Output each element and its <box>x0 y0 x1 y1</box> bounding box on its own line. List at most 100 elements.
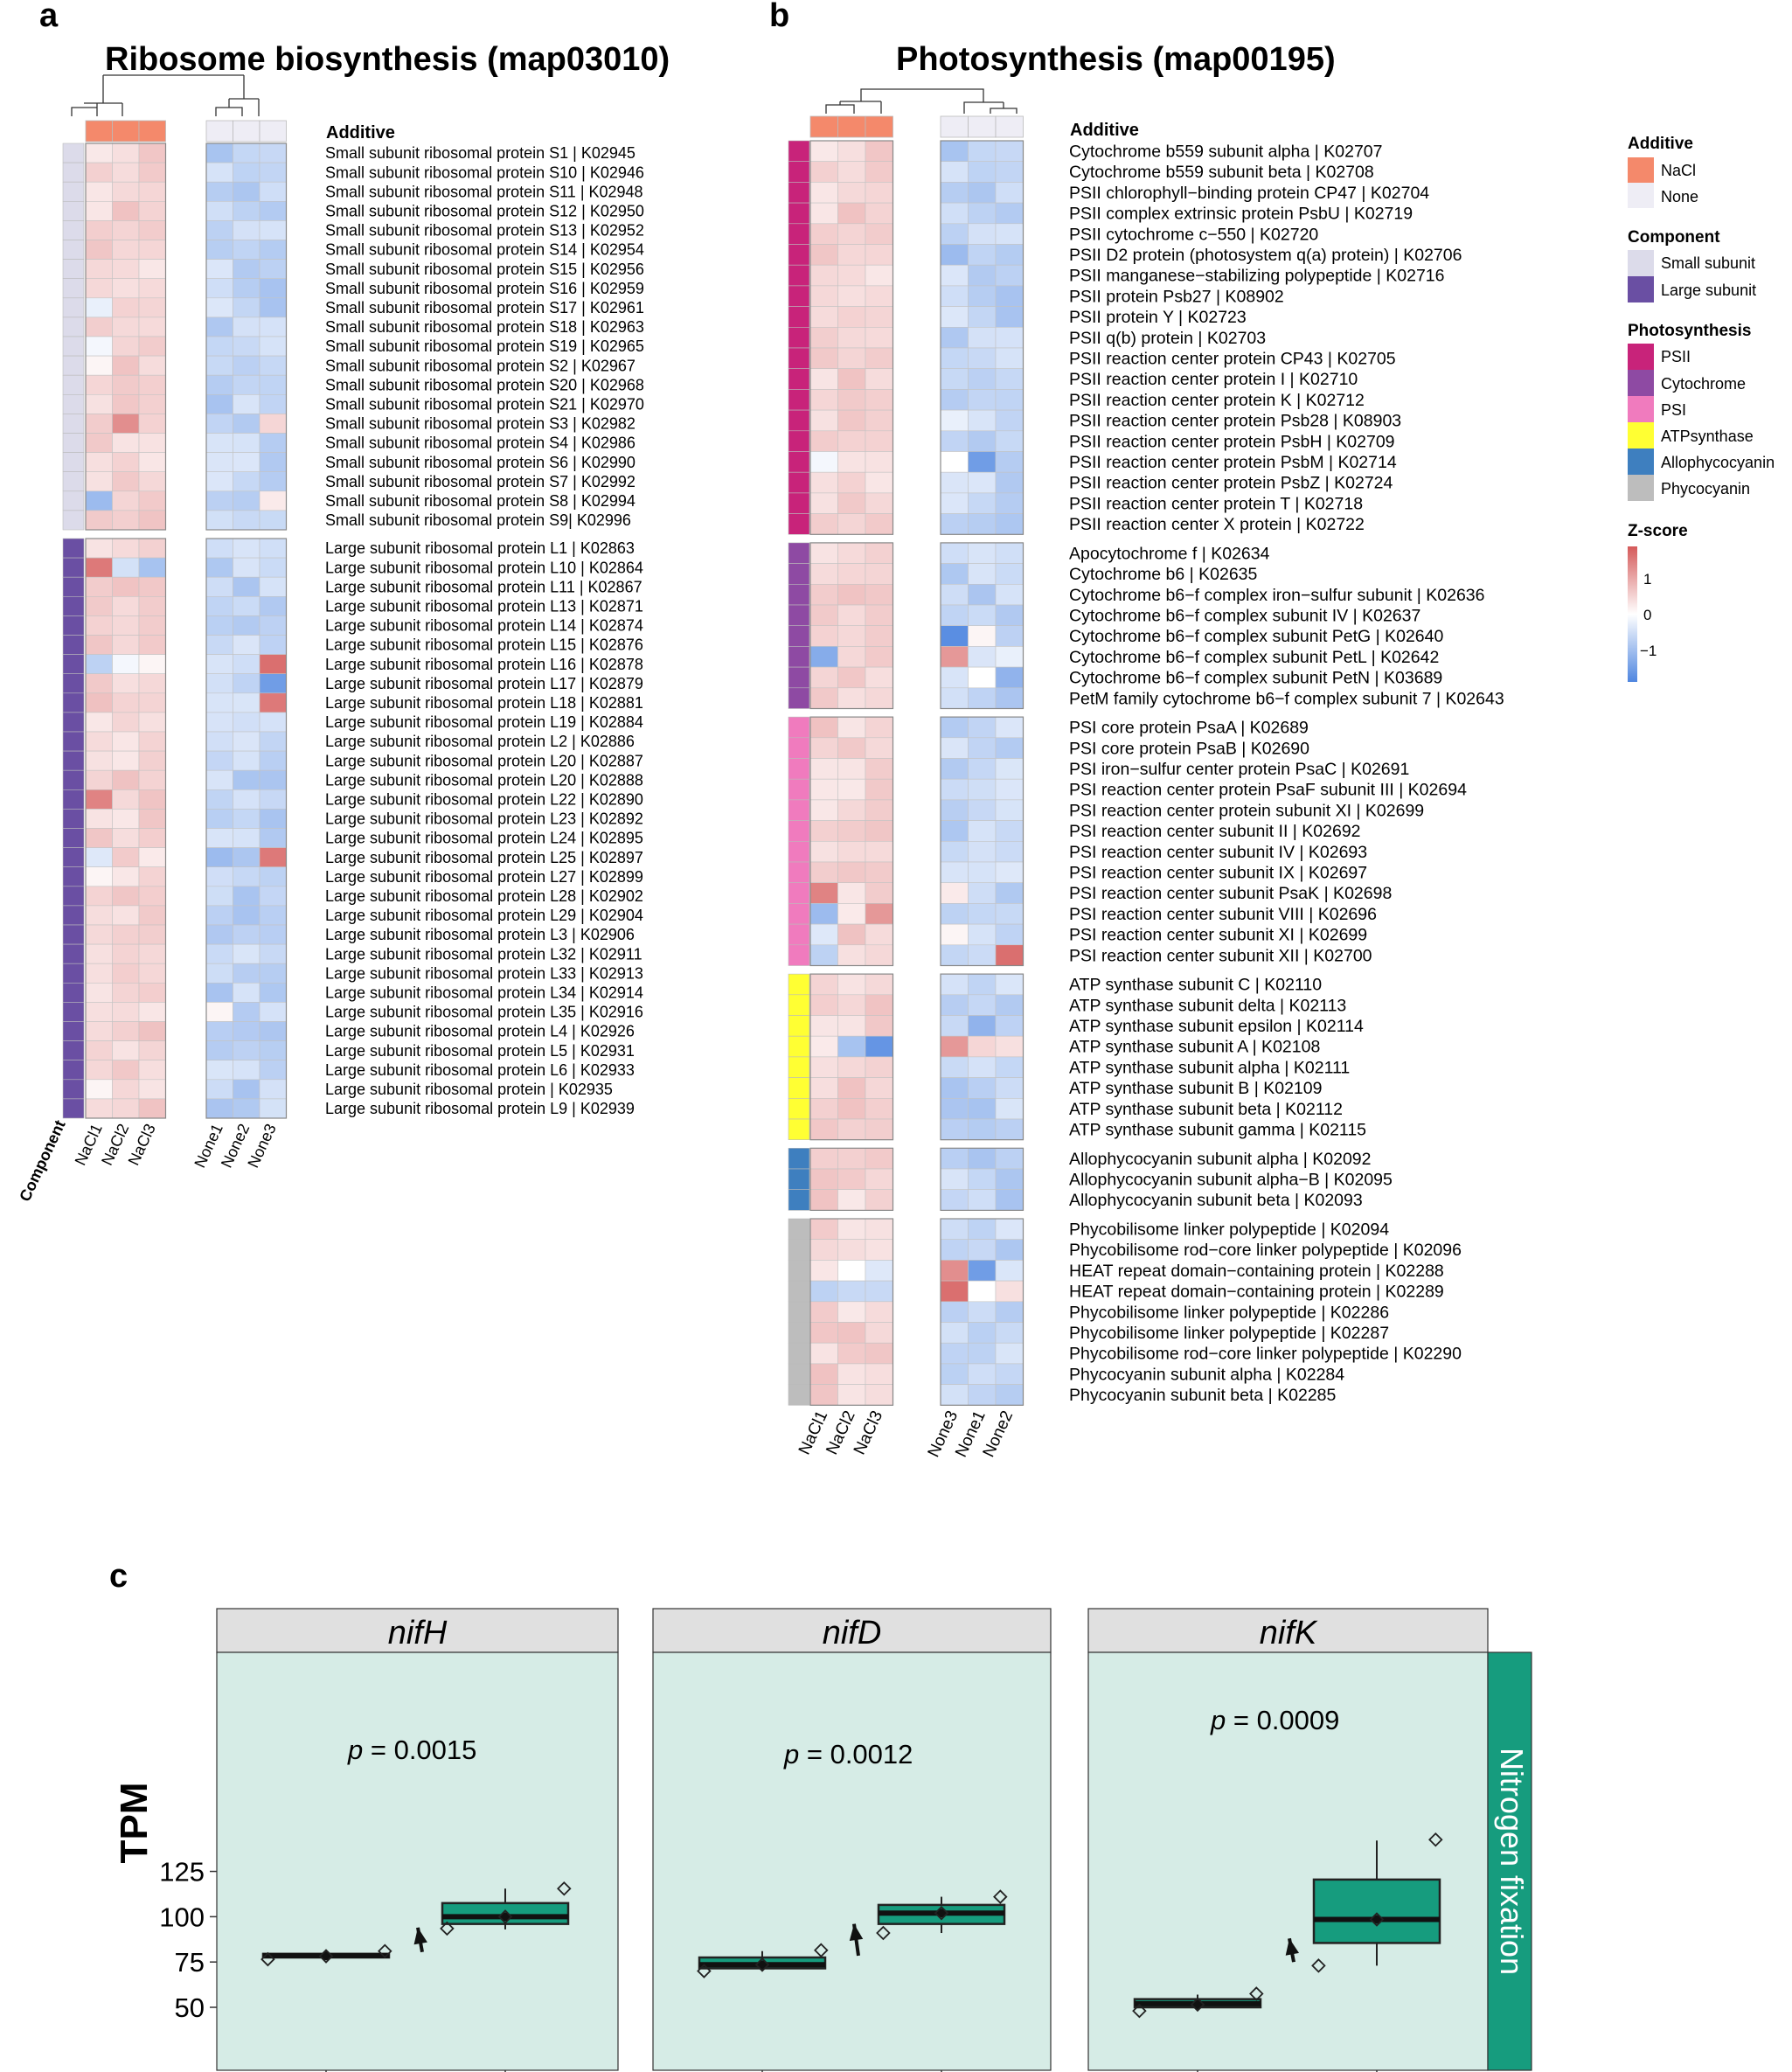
heatmap-cell <box>85 490 113 511</box>
row-label: Small subunit ribosomal protein S8 | K02… <box>325 492 636 510</box>
additive-cell <box>259 120 287 143</box>
component-cell <box>62 162 85 183</box>
component-cell <box>788 1342 810 1365</box>
heatmap-cell <box>837 244 866 266</box>
heatmap-cell <box>865 1342 893 1365</box>
component-cell <box>62 866 85 887</box>
heatmap-cell <box>112 635 140 655</box>
heatmap-cell <box>837 563 866 585</box>
legend-zscore-title: Z-score <box>1628 522 1688 540</box>
legend-additive-title: Additive <box>1628 135 1693 153</box>
heatmap-cell <box>205 731 233 752</box>
heatmap-cell <box>865 903 893 925</box>
heatmap-cell <box>233 336 260 357</box>
row-label: PSII reaction center protein PsbZ | K027… <box>1069 474 1393 493</box>
x-tick-label: None <box>473 2067 538 2072</box>
heatmap-cell <box>865 1015 893 1037</box>
component-cell <box>788 1322 810 1344</box>
heatmap-cell <box>233 297 260 318</box>
heatmap-cell <box>940 471 969 494</box>
legend-label-psi: PSI <box>1661 401 1686 419</box>
component-cell <box>62 847 85 867</box>
component-cell <box>788 326 810 349</box>
component-cell <box>788 646 810 668</box>
legend-swatch-small-subunit <box>1628 250 1654 276</box>
heatmap-cell <box>233 452 260 472</box>
component-cell <box>788 1218 810 1241</box>
component-cell <box>62 336 85 357</box>
component-cell <box>788 799 810 821</box>
heatmap-cell <box>837 737 866 759</box>
heatmap-cell <box>233 654 260 674</box>
heatmap-cell <box>995 513 1024 535</box>
heatmap-cell <box>968 471 997 494</box>
heatmap-cell <box>968 347 997 370</box>
component-cell <box>788 973 810 996</box>
heatmap-cell <box>112 963 140 984</box>
heatmap-cell <box>837 347 866 370</box>
heatmap-cell <box>837 409 866 432</box>
heatmap-cell <box>837 840 866 863</box>
heatmap-cell <box>940 1015 969 1037</box>
heatmap-cell <box>259 866 287 887</box>
heatmap-cell <box>865 285 893 307</box>
component-cell <box>788 347 810 370</box>
heatmap-cell <box>85 181 113 202</box>
heatmap-cell <box>233 983 260 1003</box>
y-tick-label: 75 <box>175 1947 205 1978</box>
heatmap-cell <box>112 259 140 280</box>
y-tick-label: 125 <box>159 1857 205 1888</box>
heatmap-cell <box>233 471 260 492</box>
heatmap-cell <box>259 789 287 810</box>
row-label: Large subunit ribosomal protein L10 | K0… <box>325 559 643 576</box>
row-label: PSII manganese−stabilizing polypeptide |… <box>1069 267 1445 286</box>
row-label: PSII D2 protein (photosystem q(a) protei… <box>1069 246 1462 265</box>
component-cell <box>788 285 810 307</box>
heatmap-cell <box>940 492 969 514</box>
heatmap-cell <box>940 687 969 709</box>
component-cell <box>788 306 810 328</box>
heatmap-cell <box>940 1168 969 1191</box>
heatmap-cell <box>138 393 166 414</box>
row-label: Large subunit ribosomal protein L25 | K0… <box>325 849 643 866</box>
heatmap-cell <box>259 452 287 472</box>
component-cell <box>62 809 85 829</box>
block-outline <box>940 1218 1024 1406</box>
heatmap-cell <box>995 140 1024 163</box>
component-cell <box>62 1060 85 1081</box>
heatmap-cell <box>865 182 893 204</box>
heatmap-cell <box>259 924 287 945</box>
heatmap-cell <box>940 923 969 946</box>
mean-point <box>501 1912 510 1922</box>
heatmap-cell <box>837 1118 866 1141</box>
block-outline <box>809 973 894 1141</box>
heatmap-cell <box>112 654 140 674</box>
row-label: Small subunit ribosomal protein S21 | K0… <box>325 396 644 414</box>
component-cell <box>62 731 85 752</box>
heatmap-cell <box>809 1260 838 1282</box>
component-cell <box>788 737 810 759</box>
legend-photosynthesis-title: Photosynthesis <box>1628 322 1751 340</box>
component-cell <box>62 259 85 280</box>
heatmap-cell <box>968 1384 997 1406</box>
row-label: Small subunit ribosomal protein S15 | K0… <box>325 261 644 278</box>
heatmap-cell <box>940 563 969 585</box>
heatmap-cell <box>259 1098 287 1119</box>
heatmap-cell <box>809 944 838 966</box>
heatmap-cell <box>85 731 113 752</box>
heatmap-cell <box>205 750 233 771</box>
heatmap-cell <box>968 758 997 780</box>
heatmap-cell <box>205 905 233 926</box>
heatmap-cell <box>85 557 113 578</box>
row-label: PSII protein Y | K02723 <box>1069 308 1247 327</box>
heatmap-cell <box>995 368 1024 390</box>
heatmap-cell <box>995 1015 1024 1037</box>
heatmap-cell <box>233 576 260 597</box>
heatmap-cell <box>259 615 287 636</box>
heatmap-cell <box>968 368 997 390</box>
heatmap-cell <box>233 1002 260 1022</box>
heatmap-cell <box>809 903 838 925</box>
component-cell <box>62 181 85 202</box>
heatmap-cell <box>865 716 893 739</box>
heatmap-cell <box>809 687 838 709</box>
